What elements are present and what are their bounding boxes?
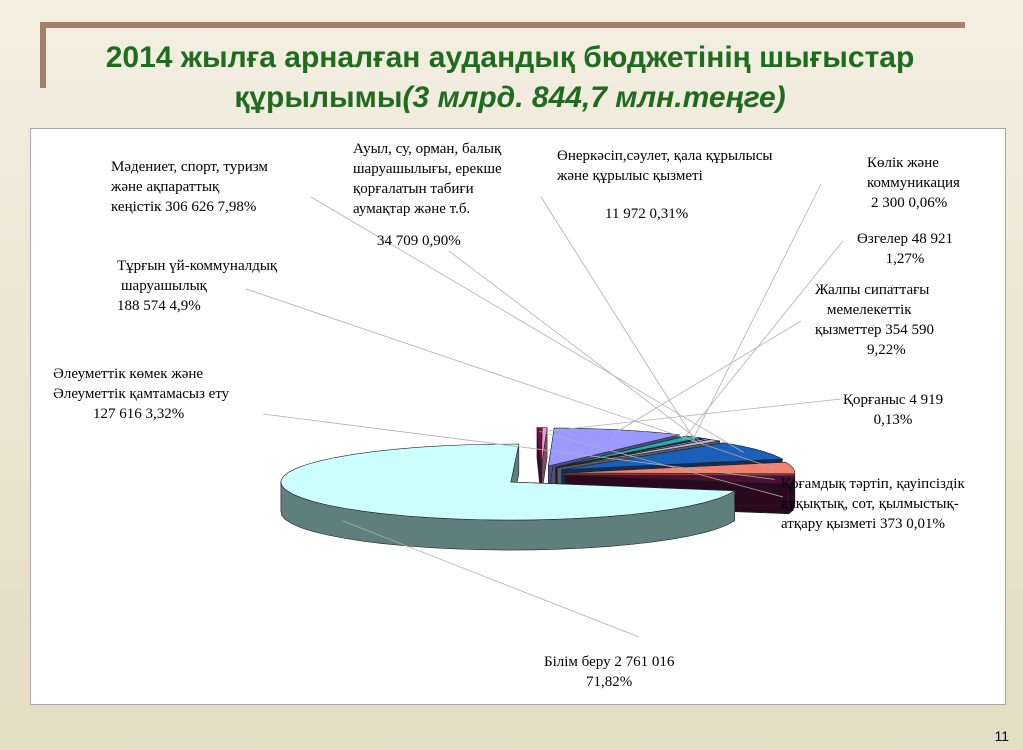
label-industry-line2: және құрылыс қызметі: [557, 168, 703, 184]
label-culture-line3: кеңістік 306 626 7,98%: [111, 199, 257, 215]
leader-line-7: [682, 240, 844, 441]
title-amount: (3 млрд. 844,7 млн.теңге): [402, 81, 786, 114]
leader-line-8: [613, 320, 802, 434]
label-agriculture-line3: қорғалатын табиғи: [353, 181, 474, 197]
pie-slice-top-9: [541, 427, 548, 466]
pie-slice-top-4: [557, 439, 720, 469]
label-education: Білім беру 2 761 016 71,82%: [544, 652, 674, 692]
pie-slice-top-0: [280, 443, 736, 521]
label-industry: Өнеркәсіп,сәулет, қала құрылысы және құр…: [557, 146, 772, 224]
page-number: 11: [994, 728, 1009, 744]
label-other: Өзгелер 48 921 1,27%: [857, 229, 953, 269]
label-order-line2: құқықтық, сот, қылмыстық-: [781, 496, 959, 512]
label-transport-line3: 2 300 0,06%: [871, 195, 948, 211]
pie-slice-top-1: [564, 474, 796, 485]
label-industry-line1: Өнеркәсіп,сәулет, қала құрылысы: [557, 148, 773, 164]
pie-slice-top-7: [555, 435, 701, 468]
label-culture-line1: Мәдениет, спорт, туризм: [111, 159, 268, 175]
label-social-line2: Әлеуметтік қамтамасыз ету: [53, 386, 230, 402]
pie-slice-top-3: [561, 442, 784, 471]
label-education-line1: Білім беру 2 761 016: [544, 654, 675, 670]
label-order-line1: Қоғамдық тәртіп, қауіпсіздік: [781, 476, 965, 492]
label-industry-line3: 11 972 0,31%: [605, 206, 689, 222]
label-social-line1: Әлеуметтік көмек және: [53, 366, 204, 382]
label-defense-line2: 0,13%: [873, 412, 913, 428]
leader-line-4: [448, 250, 703, 444]
leader-line-1: [262, 413, 775, 480]
label-defense-line1: Қорғаныс 4 919: [843, 392, 944, 408]
pie-slice-top-2: [564, 461, 796, 475]
pie-slice-top-5: [556, 438, 710, 468]
label-culture: Мәдениет, спорт, туризм және ақпараттық …: [111, 157, 268, 217]
slide-title: 2014 жылға арналған аудандық бюджетінің …: [50, 38, 970, 118]
leader-line-6: [691, 183, 822, 442]
label-agriculture: Ауыл, су, орман, балық шаруашылығы, ерек…: [353, 139, 502, 251]
leader-line-3: [310, 196, 744, 453]
title-main: 2014 жылға арналған аудандық бюджетінің …: [105, 41, 915, 114]
label-order-line3: атқару қызметі 373 0,01%: [781, 516, 946, 532]
label-transport-line1: Көлік және: [867, 155, 939, 171]
label-education-line2: 71,82%: [586, 674, 633, 690]
label-housing-line2: шаруашылық: [121, 278, 207, 294]
label-general-line4: 9,22%: [867, 342, 906, 358]
title-frame-vertical: [40, 22, 46, 88]
leader-line-5: [540, 196, 697, 443]
label-defense: Қорғаныс 4 919 0,13%: [843, 390, 943, 430]
label-general-line1: Жалпы сипаттағы: [815, 282, 930, 298]
pie-slice-0: [280, 443, 736, 551]
label-general-services: Жалпы сипаттағы мемелекеттік қызметтер 3…: [815, 280, 934, 360]
label-general-line2: мемелекеттік: [827, 302, 912, 318]
leader-line-2: [245, 288, 775, 469]
label-housing-line1: Тұрғын үй-коммуналдық: [117, 258, 278, 274]
label-culture-line2: және ақпараттық: [111, 179, 220, 195]
label-agriculture-line2: шаруашылығы, ерекше: [353, 161, 502, 177]
label-other-line1: Өзгелер 48 921: [857, 231, 954, 247]
leader-line-10: [539, 431, 784, 498]
label-other-line2: 1,27%: [885, 251, 925, 267]
label-agriculture-line5: 34 709 0,90%: [377, 233, 461, 249]
label-public-order: Қоғамдық тәртіп, қауіпсіздік құқықтық, с…: [781, 474, 965, 534]
label-general-line3: қызметтер 354 590: [815, 322, 934, 338]
label-social-line3: 127 616 3,32%: [93, 406, 185, 422]
pie-chart-3d: [245, 183, 844, 638]
label-social: Әлеуметтік көмек және Әлеуметтік қамтама…: [53, 364, 229, 424]
leader-line-9: [544, 398, 842, 432]
label-agriculture-line4: аумақтар және т.б.: [353, 201, 471, 217]
label-agriculture-line1: Ауыл, су, орман, балық: [353, 141, 502, 157]
pie-slice-9: [541, 427, 548, 496]
leader-line-0: [342, 520, 640, 638]
label-housing: Тұрғын үй-коммуналдық шаруашылық 188 574…: [117, 256, 277, 316]
pie-slice-top-10: [536, 427, 543, 466]
label-housing-line3: 188 574 4,9%: [117, 298, 201, 314]
label-transport: Көлік және коммуникация 2 300 0,06%: [867, 153, 960, 213]
pie-slice-top-6: [556, 437, 706, 468]
label-transport-line2: коммуникация: [867, 175, 960, 191]
title-frame-horizontal: [40, 22, 965, 28]
chart-panel: Білім беру 2 761 016 71,82% Әлеуметтік к…: [30, 128, 1006, 705]
